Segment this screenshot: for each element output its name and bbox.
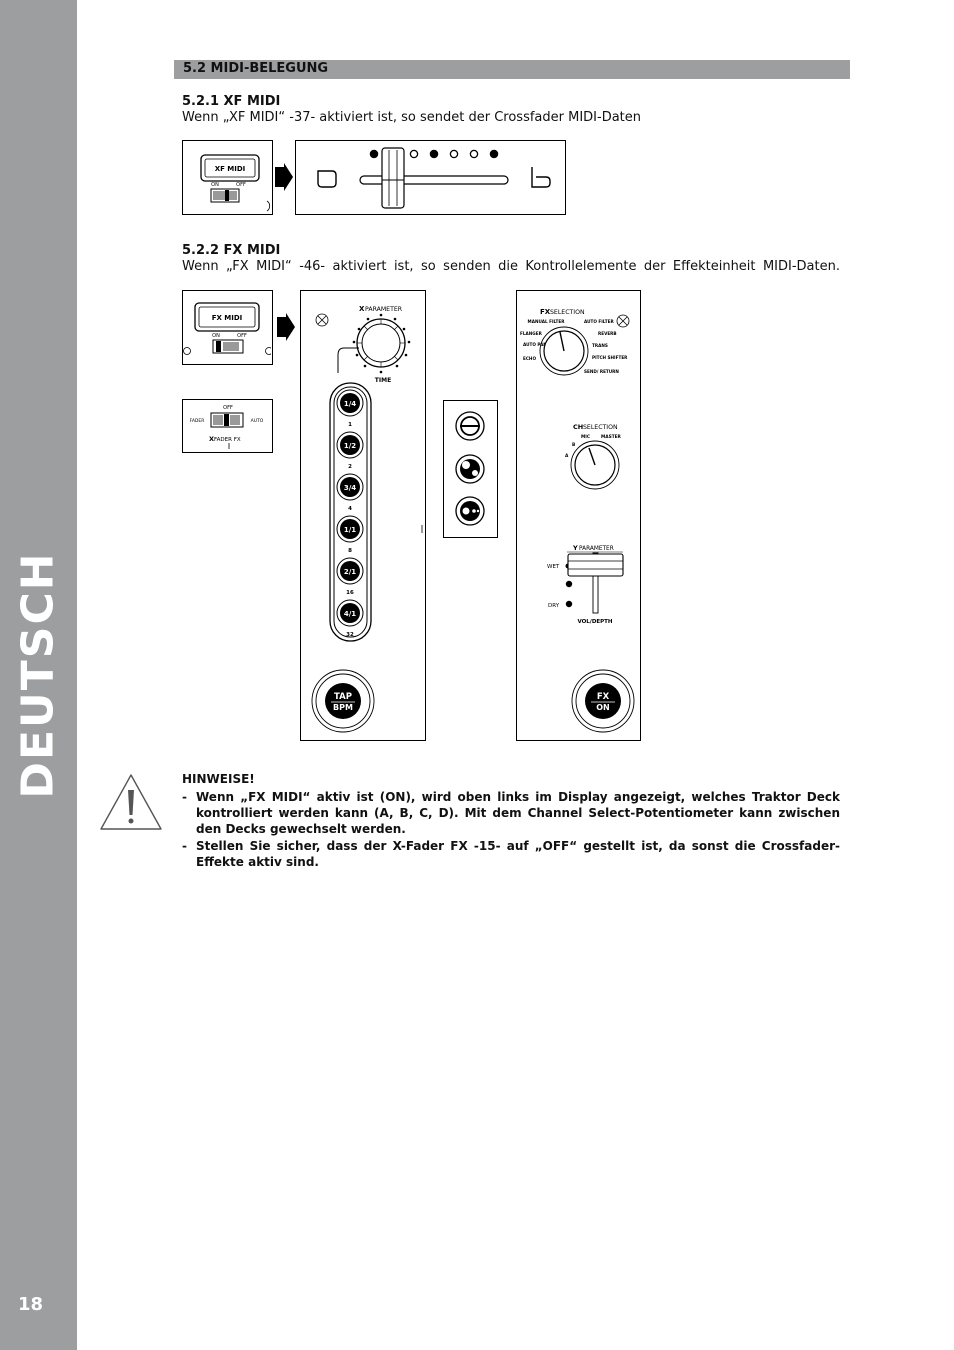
- xfader-fx-label: FADER FX: [214, 437, 241, 443]
- fx-icon-strip: [443, 400, 498, 538]
- arrow-right-icon: [275, 163, 293, 191]
- section-header-bar: 5.2 MIDI-BELEGUNG: [174, 60, 850, 79]
- time-label: TIME: [375, 377, 391, 384]
- language-label: DEUTSCH: [12, 551, 64, 799]
- xfader-fader-label: FADER: [190, 418, 205, 424]
- fx-midi-heading: 5.2.2 FX MIDI: [182, 243, 281, 258]
- beat-sub-16: 16: [346, 590, 354, 596]
- dry-label: DRY: [548, 603, 560, 609]
- fx-opt-trans: TRANS: [592, 343, 608, 348]
- fx-opt-send-return: SEND/ RETURN: [584, 369, 619, 374]
- xf-midi-text: Wenn „XF MIDI“ -37- aktiviert ist, so se…: [182, 110, 642, 125]
- dot-record-icon: [455, 496, 485, 526]
- beat-button-3-4[interactable]: 3/4: [344, 484, 356, 492]
- ch-opt-b: B: [572, 442, 575, 448]
- ch-selection-prefix: CH: [573, 423, 583, 431]
- xfader-fx-switch-diagram: OFF FADER AUTO X FADER FX: [182, 399, 273, 453]
- wet-label: WET: [547, 564, 560, 570]
- xf-on-label: ON: [211, 182, 219, 188]
- y-param-label: PARAMETER: [579, 546, 614, 552]
- language-sidebar: DEUTSCH 18: [0, 0, 77, 1350]
- fx-off-label: OFF: [237, 333, 247, 339]
- x-param-label: PARAMETER: [365, 306, 403, 313]
- xf-off-label: OFF: [236, 182, 246, 188]
- fx-opt-auto-pan: AUTO PAN: [523, 342, 547, 347]
- loop-icon: [455, 411, 485, 441]
- fx-opt-pitch-shifter: PITCH SHIFTER: [592, 355, 628, 360]
- beat-button-1-2[interactable]: 1/2: [344, 442, 356, 450]
- ch-opt-master: MASTER: [601, 434, 622, 440]
- fx-midi-switch-diagram: FX MIDI ON OFF: [182, 290, 273, 365]
- fx-midi-text: Wenn „FX MIDI“ -46- aktiviert ist, so se…: [182, 259, 840, 274]
- xf-midi-heading: 5.2.1 XF MIDI: [182, 94, 281, 109]
- fx-on-label: ON: [212, 333, 220, 339]
- arrow-right-icon: [277, 313, 295, 341]
- pan-icon: [455, 454, 485, 484]
- beat-sub-4: 4: [348, 506, 352, 512]
- xfader-x-letter: X: [209, 435, 214, 443]
- x-parameter-panel: X PARAMETER TIME 1/4 1 1/2 2: [300, 290, 426, 741]
- fx-on-button-line2[interactable]: ON: [596, 703, 610, 712]
- beat-sub-1: 1: [348, 422, 352, 428]
- tap-button-line2[interactable]: BPM: [333, 703, 353, 712]
- section-title: 5.2 MIDI-BELEGUNG: [183, 61, 329, 76]
- ch-selection-label: SELECTION: [583, 424, 618, 431]
- fx-selection-panel: FX SELECTION MANUAL FILTER FLANGER AUTO …: [516, 290, 641, 741]
- fx-opt-echo: ECHO: [523, 356, 536, 361]
- notes-title: HINWEISE!: [182, 772, 255, 786]
- y-param-letter: Y: [572, 544, 578, 552]
- xfader-auto-label: AUTO: [251, 418, 264, 424]
- beat-sub-2: 2: [348, 464, 352, 470]
- fx-selection-label: SELECTION: [550, 309, 585, 316]
- page-number: 18: [18, 1294, 44, 1315]
- fx-opt-reverb: REVERB: [598, 331, 617, 336]
- fx-selection-prefix: FX: [540, 308, 551, 316]
- x-param-letter: X: [359, 305, 365, 313]
- tap-button-line1[interactable]: TAP: [334, 692, 352, 702]
- note-item: - Stellen Sie sicher, dass der X-Fader F…: [182, 839, 840, 869]
- ch-opt-mic: MIC: [581, 434, 590, 440]
- note-item-2-text: Stellen Sie sicher, dass der X-Fader FX …: [196, 839, 840, 869]
- crossfader-diagram: [295, 140, 566, 215]
- fx-on-button-line1[interactable]: FX: [597, 692, 610, 702]
- note-item: - Wenn „FX MIDI“ aktiv ist (ON), wird ob…: [182, 790, 840, 836]
- beat-button-2-1[interactable]: 2/1: [344, 568, 356, 576]
- beat-button-4-1[interactable]: 4/1: [344, 610, 356, 618]
- fx-opt-auto-filter: AUTO FILTER: [584, 319, 614, 324]
- vol-depth-label: VOL/DEPTH: [577, 619, 612, 625]
- fx-opt-manual-filter: MANUAL FILTER: [528, 319, 566, 324]
- beat-sub-32: 32: [346, 632, 354, 638]
- xf-midi-switch-diagram: XF MIDI ON OFF: [182, 140, 273, 215]
- note-item-1-text: Wenn „FX MIDI“ aktiv ist (ON), wird oben…: [196, 790, 840, 836]
- beat-sub-8: 8: [348, 548, 352, 554]
- ch-opt-a: A: [565, 453, 569, 459]
- fx-midi-switch-label: FX MIDI: [212, 314, 243, 322]
- xfader-off-label: OFF: [223, 405, 233, 411]
- fx-opt-flanger: FLANGER: [520, 331, 543, 336]
- beat-button-1-1[interactable]: 1/1: [344, 526, 356, 534]
- warning-icon: [100, 774, 162, 830]
- beat-button-1-4[interactable]: 1/4: [344, 400, 356, 408]
- xf-midi-switch-label: XF MIDI: [215, 165, 246, 173]
- beat-button-group: 1/4 1 1/2 2 3/4 4 1/1 8 2/1 16 4/1 32: [336, 389, 364, 638]
